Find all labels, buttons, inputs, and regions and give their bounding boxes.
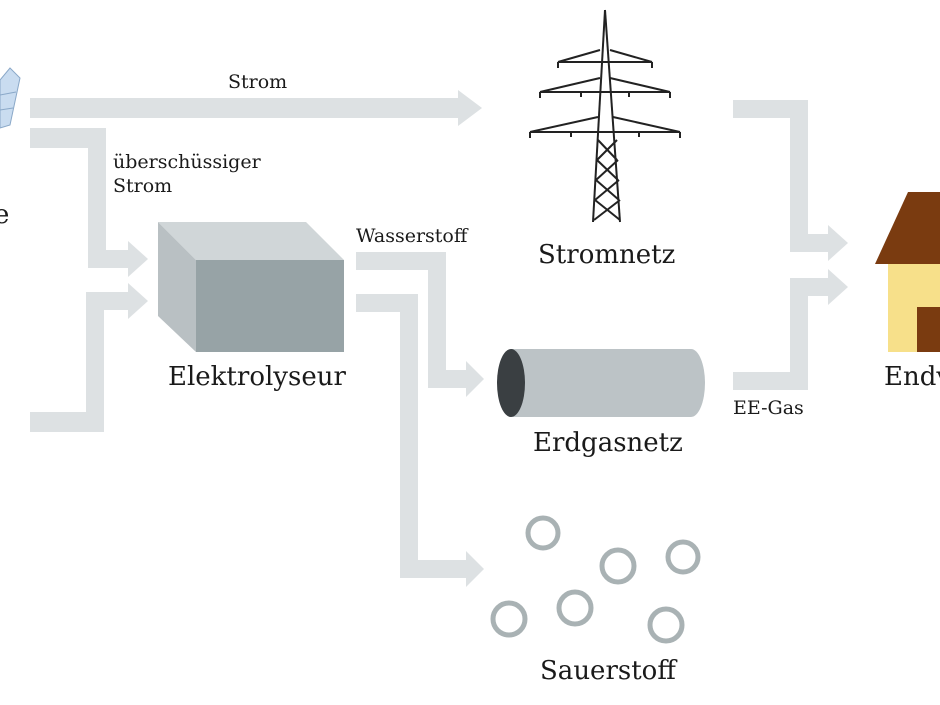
label-strom: Strom [228, 71, 288, 93]
label-elektrolyseur: Elektrolyseur [168, 362, 346, 392]
label-endverbraucher: Endv [884, 362, 940, 392]
label-surplus-line2: Strom [113, 175, 173, 197]
label-stromnetz: Stromnetz [538, 240, 676, 270]
arrows [30, 90, 848, 587]
house-icon [875, 192, 940, 352]
arrow-oxygen [356, 294, 484, 587]
solar-panel-icon [0, 67, 21, 129]
electrolyzer-icon [158, 222, 344, 352]
arrow-lower-input [30, 283, 148, 432]
oxygen-bubbles-icon [490, 515, 701, 644]
arrow-gas-to-consumer [733, 269, 848, 390]
label-surplus-line1: überschüssiger [113, 151, 261, 173]
arrow-grid-to-consumer [733, 100, 848, 261]
pylon-icon [529, 9, 681, 223]
arrow-strom [30, 90, 482, 126]
arrow-hydrogen [356, 252, 484, 397]
label-erdgasnetz: Erdgasnetz [533, 428, 683, 458]
pipe-icon [497, 349, 705, 417]
arrow-surplus-power [30, 128, 148, 277]
label-ee-gas: EE-Gas [733, 397, 804, 419]
label-partial-left: e [0, 200, 10, 230]
label-sauerstoff: Sauerstoff [540, 656, 676, 686]
label-wasserstoff: Wasserstoff [356, 225, 468, 247]
